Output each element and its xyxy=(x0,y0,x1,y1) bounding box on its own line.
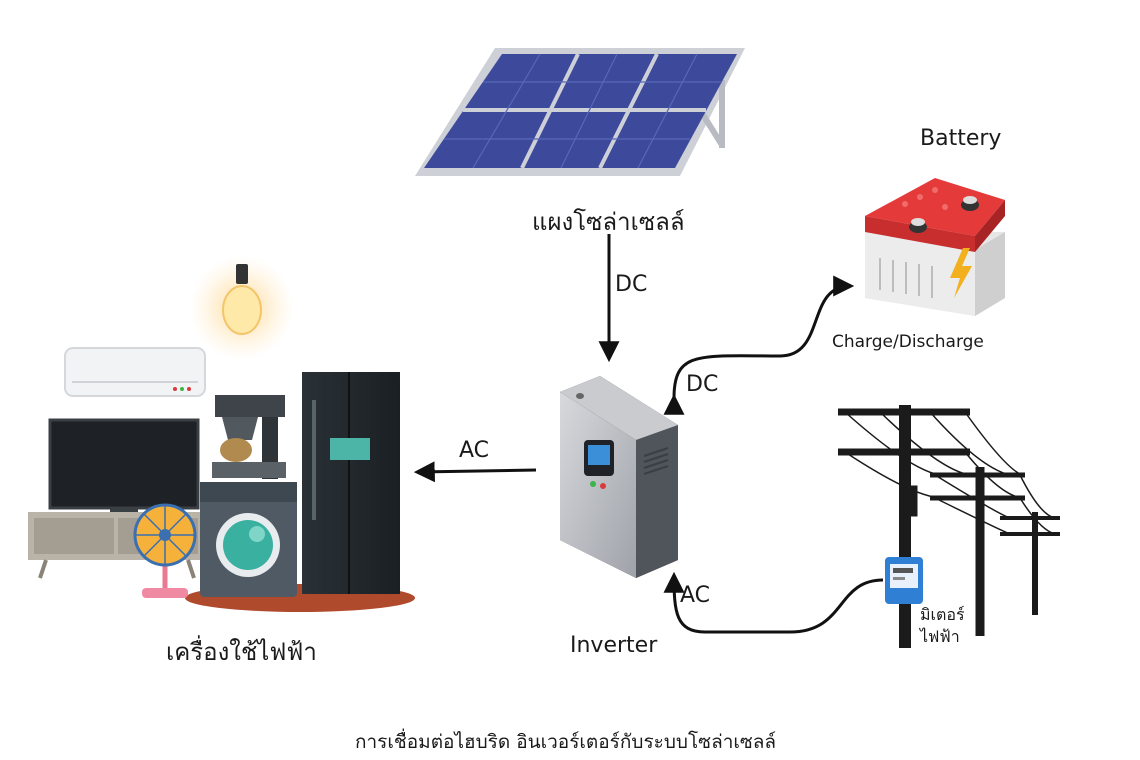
arrow-inverter-to-battery xyxy=(663,275,855,415)
meter-label-line2: ไฟฟ้า xyxy=(920,627,960,646)
appliances-icon xyxy=(28,256,415,612)
tv-icon xyxy=(48,418,200,514)
ac-output-label: AC xyxy=(459,438,490,463)
arrow-inverter-to-appliances xyxy=(413,461,537,483)
solar-panel-label: แผงโซล่าเซลล์ xyxy=(532,208,685,236)
dc-solar-label: DC xyxy=(615,272,648,297)
coffee-maker-icon xyxy=(212,395,286,479)
refrigerator-icon xyxy=(302,372,400,594)
arrow-grid-to-inverter xyxy=(663,571,884,634)
battery-label: Battery xyxy=(920,126,1002,151)
air-conditioner-icon xyxy=(64,347,206,397)
washing-machine-icon xyxy=(200,482,297,597)
inverter-label: Inverter xyxy=(570,633,658,658)
meter-label: มิเตอร์ ไฟฟ้า xyxy=(920,604,965,648)
battery-icon xyxy=(865,178,1005,316)
solar-panel-icon xyxy=(415,48,745,176)
dc-battery-label: DC xyxy=(686,372,719,397)
meter-label-line1: มิเตอร์ xyxy=(920,605,965,624)
fan-icon xyxy=(133,503,197,598)
charge-discharge-label: Charge/Discharge xyxy=(832,332,984,352)
power-pole-icon xyxy=(838,405,1060,648)
lightning-bolt-icon xyxy=(950,248,972,298)
connection-lines xyxy=(413,234,884,634)
ac-grid-label: AC xyxy=(680,583,711,608)
electric-meter-icon xyxy=(885,557,923,604)
light-bulb-icon xyxy=(222,264,262,335)
diagram-caption: การเชื่อมต่อไฮบริด อินเวอร์เตอร์กับระบบโ… xyxy=(355,731,777,753)
appliances-label: เครื่องใช้ไฟฟ้า xyxy=(166,638,317,666)
inverter-icon xyxy=(560,376,678,578)
